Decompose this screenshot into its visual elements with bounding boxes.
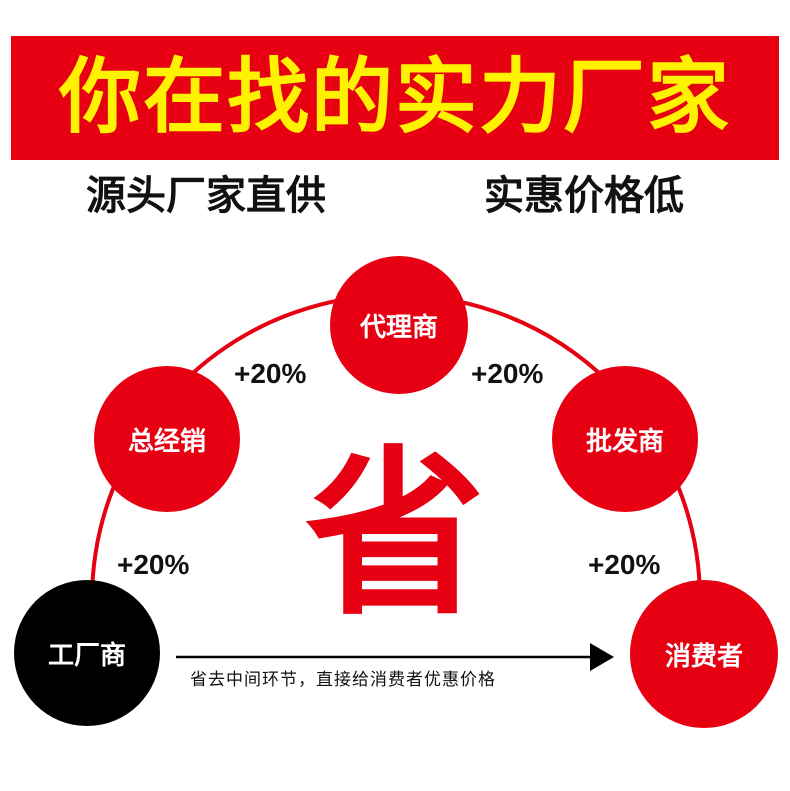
node-general-distributor: 总经销 <box>94 366 240 512</box>
node-factory-label: 工厂商 <box>47 640 126 671</box>
markup-general-to-agent: +20% <box>234 358 307 389</box>
node-general-distributor-label: 总经销 <box>127 426 206 457</box>
node-consumer: 消费者 <box>630 580 778 728</box>
node-agent: 代理商 <box>330 256 468 394</box>
node-agent-label: 代理商 <box>359 312 438 343</box>
node-wholesaler: 批发商 <box>552 366 698 512</box>
save-character: 省 <box>304 429 485 640</box>
node-wholesaler-label: 批发商 <box>585 426 664 457</box>
slogan-right: 实惠价格低 <box>484 173 684 219</box>
arrow-caption: 省去中间环节，直接给消费者优惠价格 <box>190 670 496 690</box>
title-banner: 你在找的实力厂家 <box>11 36 779 160</box>
banner-title: 你在找的实力厂家 <box>58 50 731 145</box>
markup-agent-to-wholesaler: +20% <box>471 358 544 389</box>
markup-wholesaler-to-consumer: +20% <box>588 549 661 580</box>
direct-arrow-head <box>590 643 614 671</box>
node-factory: 工厂商 <box>14 580 160 726</box>
node-consumer-label: 消费者 <box>664 641 743 672</box>
markup-factory-to-general: +20% <box>117 549 190 580</box>
slogan-left: 源头厂家直供 <box>86 173 326 219</box>
